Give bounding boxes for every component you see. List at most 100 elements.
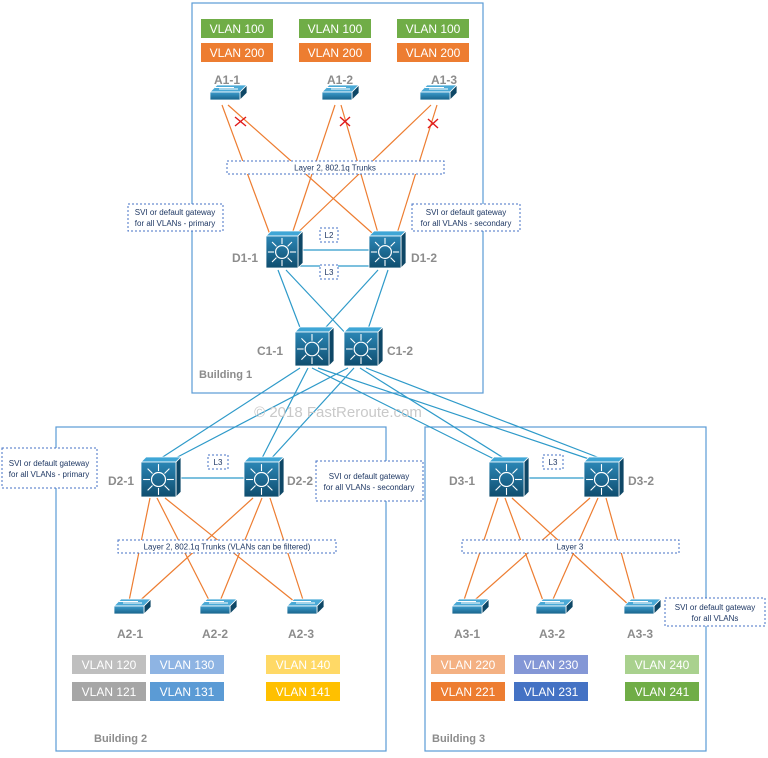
vlan-tag-vlan-140: VLAN 140	[266, 655, 340, 674]
vlan-tag-vlan-121: VLAN 121	[72, 682, 146, 701]
b3-layer-note: Layer 3	[557, 543, 584, 552]
label-a2-3: A2-3	[288, 627, 314, 641]
vlan-tag-label: VLAN 231	[524, 685, 579, 699]
label-a2-2: A2-2	[202, 627, 228, 641]
vlan-tag-label: VLAN 221	[441, 685, 496, 699]
a1-1-switch-icon	[209, 84, 248, 101]
d1-2-switch-icon	[368, 230, 407, 269]
label-d3-1: D3-1	[449, 474, 475, 488]
label-a2-1: A2-1	[117, 627, 143, 641]
label-c1-1: C1-1	[257, 344, 283, 358]
vlan-tag-vlan-200: VLAN 200	[299, 43, 371, 62]
a3-3-gateway-note-line2: for all VLANs	[692, 614, 739, 623]
vlan-tag-label: VLAN 100	[210, 22, 265, 36]
watermark: © 2018 FastReroute.com	[254, 404, 422, 421]
vlan-tag-vlan-230: VLAN 230	[514, 655, 588, 674]
vlan-tag-label: VLAN 200	[308, 46, 363, 60]
d1-1-switch-icon	[265, 230, 304, 269]
vlan-tag-vlan-130: VLAN 130	[150, 655, 224, 674]
vlan-tag-vlan-100: VLAN 100	[299, 19, 371, 38]
core-links	[154, 367, 611, 479]
a2-3-switch-icon	[286, 598, 325, 615]
vlan-tag-vlan-100: VLAN 100	[397, 19, 469, 38]
a1-2-switch-icon	[321, 84, 360, 101]
label-a1-1: A1-1	[214, 73, 240, 87]
annotation-boxes	[1, 160, 766, 627]
building-2-label: Building 2	[94, 733, 147, 745]
d2-1-switch-icon	[140, 456, 182, 498]
vlan-tag-label: VLAN 130	[160, 658, 215, 672]
vlan-tag-vlan-221: VLAN 221	[431, 682, 505, 701]
vlan-tag-vlan-200: VLAN 200	[201, 43, 273, 62]
label-d2-1: D2-1	[108, 474, 134, 488]
vlan-tag-label: VLAN 121	[82, 685, 137, 699]
building-2-frame	[55, 426, 387, 752]
d2-2-gateway-note-line2: for all VLANs - secondary	[324, 483, 415, 492]
d3-1-switch-icon	[488, 456, 530, 498]
label-d3-2: D3-2	[628, 474, 654, 488]
building-3-label: Building 3	[432, 733, 485, 745]
vlan-tag-label: VLAN 141	[276, 685, 331, 699]
d2-1-gateway-note-line1: SVI or default gateway	[9, 459, 90, 468]
d3-2-switch-icon	[583, 456, 625, 498]
vlan-tag-vlan-200: VLAN 200	[397, 43, 469, 62]
l3-note-b3: L3	[549, 458, 558, 467]
label-d1-1: D1-1	[232, 251, 258, 265]
d1-2-gateway-note-line2: for all VLANs - secondary	[421, 219, 512, 228]
l2-note: L2	[325, 231, 334, 240]
vlan-tag-vlan-120: VLAN 120	[72, 655, 146, 674]
a1-3-switch-icon	[419, 84, 458, 101]
a3-1-switch-icon	[451, 598, 490, 615]
l3-note-b2: L3	[214, 458, 223, 467]
devices	[113, 84, 662, 615]
label-d2-2: D2-2	[287, 474, 313, 488]
vlan-tag-vlan-100: VLAN 100	[201, 19, 273, 38]
vlan-tag-label: VLAN 100	[406, 22, 461, 36]
a2-1-switch-icon	[113, 598, 152, 615]
a2-2-switch-icon	[199, 598, 238, 615]
c1-1-switch-icon	[294, 326, 335, 367]
building-1-frame	[191, 2, 484, 394]
label-a3-1: A3-1	[454, 627, 480, 641]
label-a3-3: A3-3	[627, 627, 653, 641]
label-d1-2: D1-2	[411, 251, 437, 265]
vlan-tag-label: VLAN 241	[635, 685, 690, 699]
vlan-tag-label: VLAN 140	[276, 658, 331, 672]
label-a3-2: A3-2	[539, 627, 565, 641]
vlan-tag-vlan-231: VLAN 231	[514, 682, 588, 701]
vlan-tag-vlan-241: VLAN 241	[625, 682, 699, 701]
a3-3-gateway-note-line1: SVI or default gateway	[675, 603, 756, 612]
l3-note-b1: L3	[325, 268, 334, 277]
d2-1-gateway-note-line2: for all VLANs - primary	[9, 470, 89, 479]
b1-trunks-note: Layer 2, 802.1q Trunks	[294, 164, 376, 173]
b2-trunks-note: Layer 2, 802.1q Trunks (VLANs can be fil…	[144, 543, 311, 552]
blocked-port-marks	[234, 116, 439, 129]
d2-2-switch-icon	[243, 456, 285, 498]
d2-2-gateway-note-line1: SVI or default gateway	[329, 472, 410, 481]
vlan-tag-label: VLAN 131	[160, 685, 215, 699]
vlan-tag-label: VLAN 230	[524, 658, 579, 672]
c1-2-switch-icon	[343, 326, 384, 367]
vlan-tag-label: VLAN 120	[82, 658, 137, 672]
vlan-tag-label: VLAN 200	[210, 46, 265, 60]
label-c1-2: C1-2	[387, 344, 413, 358]
vlan-tag-label: VLAN 220	[441, 658, 496, 672]
vlan-tag-label: VLAN 200	[406, 46, 461, 60]
d1-1-gateway-note-line1: SVI or default gateway	[135, 208, 216, 217]
vlan-tag-vlan-240: VLAN 240	[625, 655, 699, 674]
vlan-tag-vlan-220: VLAN 220	[431, 655, 505, 674]
vlan-tag-label: VLAN 100	[308, 22, 363, 36]
d1-1-gateway-note-line2: for all VLANs - primary	[135, 219, 215, 228]
a3-3-switch-icon	[623, 598, 662, 615]
d1-2-gateway-note-line1: SVI or default gateway	[426, 208, 507, 217]
vlan-tag-vlan-131: VLAN 131	[150, 682, 224, 701]
vlan-tag-vlan-141: VLAN 141	[266, 682, 340, 701]
vlan-tag-label: VLAN 240	[635, 658, 690, 672]
label-a1-3: A1-3	[431, 73, 457, 87]
label-a1-2: A1-2	[327, 73, 353, 87]
a3-2-switch-icon	[535, 598, 574, 615]
building-1-label: Building 1	[199, 369, 252, 381]
building-3-frame	[424, 426, 707, 752]
